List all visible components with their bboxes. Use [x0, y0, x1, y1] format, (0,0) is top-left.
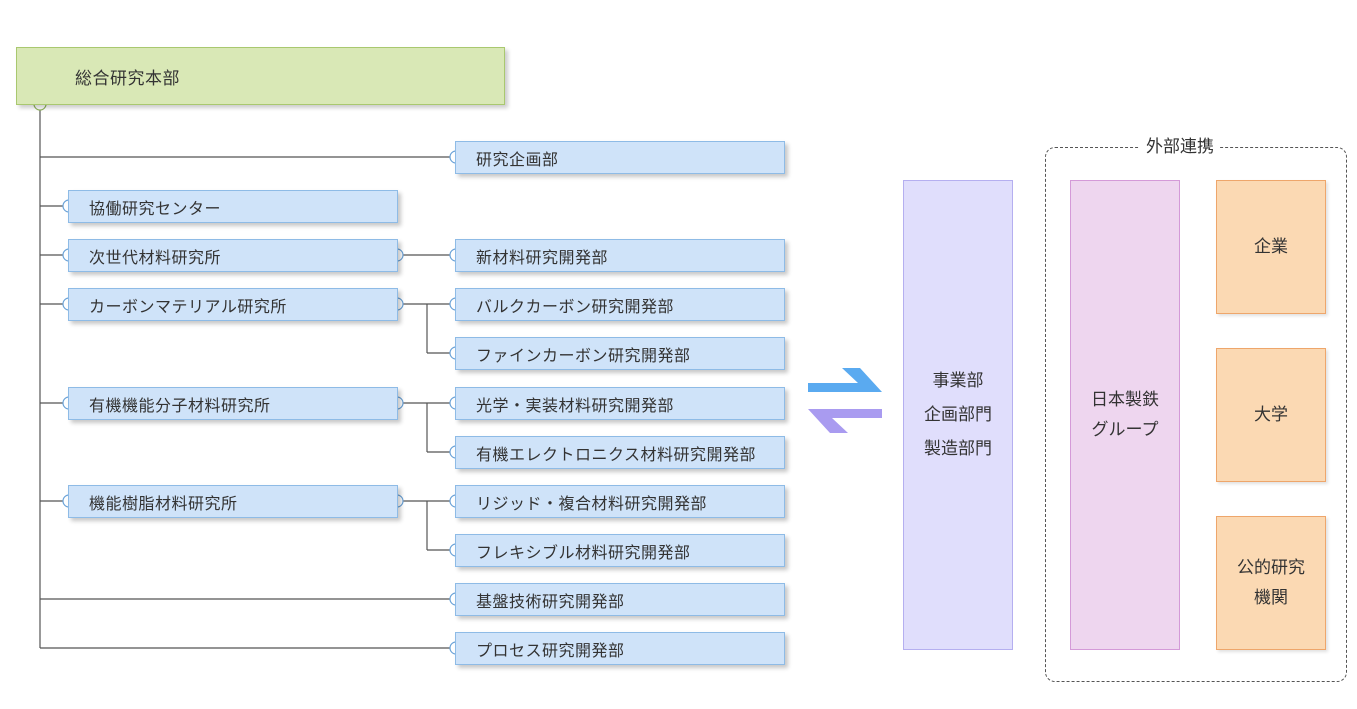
unit-label: フレキシブル材料研究開発部 — [476, 542, 691, 562]
arrow-left-icon — [808, 409, 882, 433]
unit-fine-carbon-dept: ファインカーボン研究開発部 — [455, 337, 785, 370]
group-label-line: 日本製鉄 — [1091, 390, 1159, 410]
unit-label: ファインカーボン研究開発部 — [476, 345, 691, 365]
unit-bulk-carbon-dept: バルクカーボン研究開発部 — [455, 288, 785, 321]
nippon-steel-group-box: 日本製鉄 グループ — [1070, 180, 1180, 650]
arrow-right-icon — [808, 368, 882, 392]
partner-label: 公的研究 — [1237, 558, 1305, 578]
unit-process-dept: プロセス研究開発部 — [455, 632, 785, 665]
partner-universities-box: 大学 — [1216, 348, 1326, 482]
unit-label: 有機機能分子材料研究所 — [89, 395, 271, 415]
business-line: 製造部門 — [924, 439, 992, 459]
unit-label: リジッド・複合材料研究開発部 — [476, 493, 708, 513]
unit-label: バルクカーボン研究開発部 — [476, 296, 675, 316]
unit-label: 研究企画部 — [476, 149, 559, 169]
group-label-line: グループ — [1091, 420, 1159, 440]
business-line: 事業部 — [932, 371, 984, 391]
unit-fundamental-tech-dept: 基盤技術研究開発部 — [455, 583, 785, 616]
unit-flexible-materials-dept: フレキシブル材料研究開発部 — [455, 534, 785, 567]
partner-label: 大学 — [1254, 405, 1288, 425]
unit-next-gen-materials-institute: 次世代材料研究所 — [68, 239, 398, 272]
unit-optical-packaging-dept: 光学・実装材料研究開発部 — [455, 387, 785, 420]
unit-rigid-composite-dept: リジッド・複合材料研究開発部 — [455, 485, 785, 518]
partner-label: 機関 — [1254, 588, 1288, 608]
unit-label: 基盤技術研究開発部 — [476, 591, 625, 611]
unit-collaboration-center: 協働研究センター — [68, 190, 398, 223]
unit-functional-resin-institute: 機能樹脂材料研究所 — [68, 485, 398, 518]
business-divisions-box: 事業部 企画部門 製造部門 — [903, 180, 1013, 650]
unit-new-materials-dept: 新材料研究開発部 — [455, 239, 785, 272]
partner-label: 企業 — [1254, 237, 1288, 257]
unit-research-planning: 研究企画部 — [455, 141, 785, 174]
unit-organic-molecular-institute: 有機機能分子材料研究所 — [68, 387, 398, 420]
unit-label: 新材料研究開発部 — [476, 247, 609, 267]
unit-label: 機能樹脂材料研究所 — [89, 493, 238, 513]
partner-companies-box: 企業 — [1216, 180, 1326, 314]
headquarters-box: 総合研究本部 — [16, 47, 505, 105]
external-collaboration-title: 外部連携 — [1140, 135, 1220, 159]
unit-label: 協働研究センター — [89, 198, 222, 218]
unit-label: プロセス研究開発部 — [476, 640, 625, 660]
unit-label: 光学・実装材料研究開発部 — [476, 395, 675, 415]
unit-label: 有機エレクトロニクス材料研究開発部 — [476, 444, 757, 464]
unit-organic-electronics-dept: 有機エレクトロニクス材料研究開発部 — [455, 436, 785, 469]
unit-label: カーボンマテリアル研究所 — [89, 296, 287, 316]
partner-public-institutes-box: 公的研究 機関 — [1216, 516, 1326, 650]
unit-label: 次世代材料研究所 — [89, 247, 222, 267]
headquarters-label: 総合研究本部 — [75, 68, 180, 89]
business-line: 企画部門 — [924, 405, 992, 425]
unit-carbon-materials-institute: カーボンマテリアル研究所 — [68, 288, 398, 321]
